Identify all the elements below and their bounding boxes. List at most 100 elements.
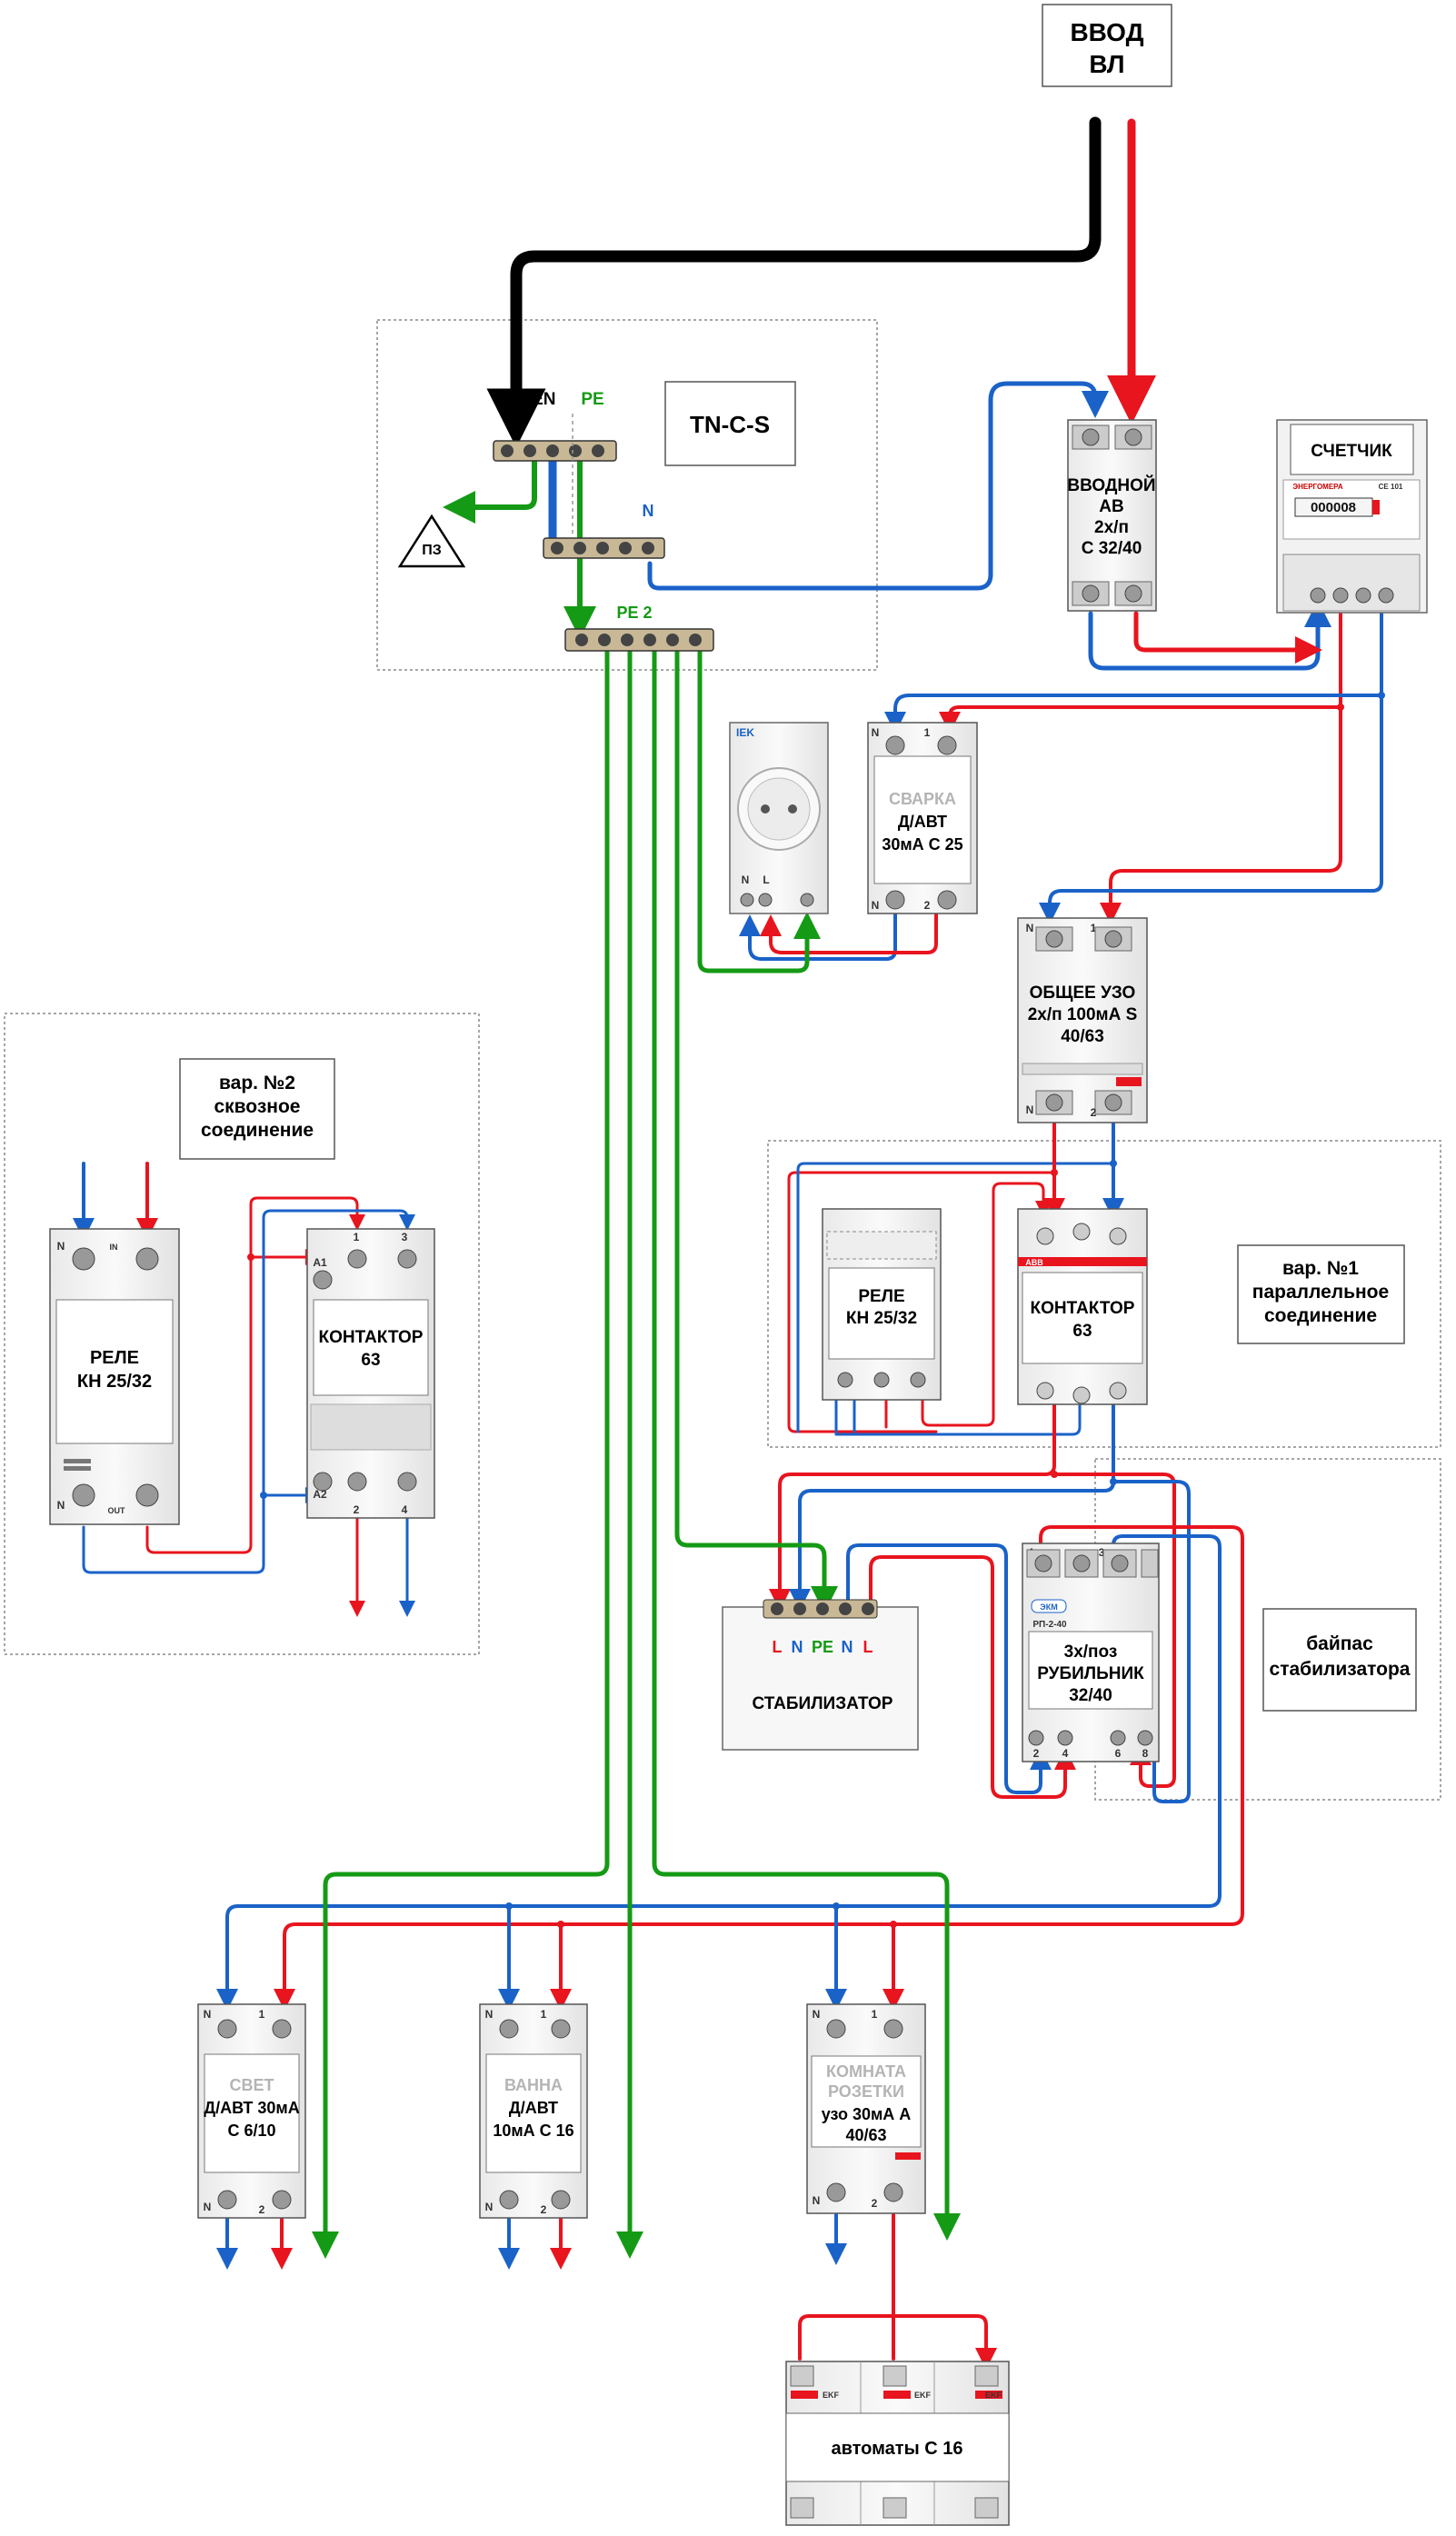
svg-text:соединение: соединение: [201, 1120, 314, 1141]
rcd-out-neutral: [796, 1121, 1115, 1433]
svg-text:1: 1: [354, 1231, 360, 1243]
svg-text:A2: A2: [313, 1488, 327, 1501]
svg-text:30мА С 25: 30мА С 25: [882, 835, 962, 854]
svg-text:3: 3: [402, 1231, 408, 1243]
svg-text:2: 2: [1033, 1747, 1040, 1760]
v1-note: вар. №1 параллельное соединение: [1237, 1244, 1405, 1344]
svg-text:2х/п: 2х/п: [1094, 518, 1129, 537]
svg-text:32/40: 32/40: [1069, 1686, 1112, 1705]
socket: IEK N L: [729, 722, 829, 914]
pe-label: PE: [581, 390, 603, 409]
pe-to-socket: [697, 643, 821, 973]
v1-relay: РЕЛЕ КН 25/32: [822, 1208, 942, 1401]
svg-text:1: 1: [259, 2008, 265, 2021]
svg-text:байпас: байпас: [1306, 1633, 1373, 1654]
svg-text:ЭНЕРГОМЕРА: ЭНЕРГОМЕРА: [1292, 483, 1342, 491]
n-bus: [543, 537, 665, 559]
svg-text:N: N: [204, 2201, 212, 2213]
svg-text:1: 1: [924, 726, 931, 739]
svg-text:N: N: [742, 874, 750, 886]
svg-text:10мА С 16: 10мА С 16: [493, 2122, 573, 2140]
svg-text:N: N: [485, 2201, 494, 2213]
svg-text:2: 2: [872, 2197, 878, 2210]
meter: СЧЕТЧИК ЭНЕРГОМЕРА СЕ 101 000008: [1276, 419, 1428, 614]
v2-contactor: A1 1 3 КОНТАКТОР 63 A2 2 4: [306, 1228, 435, 1519]
svg-text:автоматы С 16: автоматы С 16: [832, 2439, 963, 2459]
svg-text:С 32/40: С 32/40: [1082, 539, 1142, 558]
svg-text:КН 25/32: КН 25/32: [846, 1309, 917, 1328]
n-label: N: [643, 502, 654, 520]
svg-text:ПЗ: ПЗ: [422, 543, 442, 558]
svg-text:N: N: [1026, 922, 1034, 934]
svg-text:L: L: [773, 1638, 783, 1656]
svg-text:1: 1: [1091, 922, 1097, 934]
v2-note: вар. №2 сквозное соединение: [179, 1058, 335, 1160]
svg-text:2: 2: [354, 1503, 360, 1516]
svg-text:OUT: OUT: [108, 1506, 126, 1515]
svg-text:Д/АВТ 30мА: Д/АВТ 30мА: [204, 2099, 299, 2117]
v2-relay-out-l: [145, 1196, 365, 1554]
svg-text:КОНТАКТОР: КОНТАКТОР: [319, 1328, 424, 1347]
pe-to-ground-wire: [443, 452, 537, 524]
svg-text:КН 25/32: КН 25/32: [77, 1372, 152, 1392]
bypass-note: байпас стабилизатора: [1262, 1608, 1417, 1712]
svg-text:вар. №2: вар. №2: [219, 1073, 295, 1093]
svg-text:РП-2-40: РП-2-40: [1032, 1620, 1067, 1630]
svg-text:63: 63: [1072, 1322, 1092, 1341]
svg-text:Д/АВТ: Д/АВТ: [509, 2099, 558, 2117]
svg-text:РЕЛЕ: РЕЛЕ: [90, 1348, 139, 1368]
v2-relay: N IN РЕЛЕ КН 25/32 N OUT: [49, 1228, 180, 1525]
svg-text:L: L: [763, 874, 769, 886]
svg-text:2х/п 100мА S: 2х/п 100мА S: [1028, 1005, 1138, 1024]
svg-text:ВВОДНОЙ: ВВОДНОЙ: [1067, 475, 1155, 495]
main-to-meter-phase: [1133, 611, 1322, 664]
v2-neutral-top: [262, 1209, 415, 1506]
svg-text:АВ: АВ: [1099, 497, 1123, 516]
svg-text:вар. №1: вар. №1: [1282, 1258, 1359, 1279]
meter-out-neutral: [1039, 612, 1383, 924]
svg-text:3х/поз: 3х/поз: [1064, 1642, 1118, 1662]
variant1-area: [767, 1140, 1441, 1448]
pen-bus: [493, 440, 617, 462]
v1-contactor: ABB КОНТАКТОР 63: [1017, 1208, 1148, 1405]
svg-text:EKF: EKF: [823, 2391, 840, 2400]
pe2-label: PE 2: [616, 604, 652, 622]
stabilizer: L N PE N L СТАБИЛИЗАТОР: [722, 1599, 919, 1751]
pe-to-room: [652, 643, 961, 2241]
meter-to-welding-neutral: [884, 694, 1383, 734]
svg-text:IEK: IEK: [736, 726, 754, 739]
svg-text:1: 1: [872, 2008, 878, 2021]
svg-text:1: 1: [541, 2008, 547, 2021]
switch-loop-red: [274, 1525, 1244, 2011]
svg-text:С 6/10: С 6/10: [227, 2122, 275, 2140]
svg-text:стабилизатора: стабилизатора: [1270, 1659, 1411, 1680]
contactor-out-phase: [769, 1403, 1056, 1611]
svg-text:40/63: 40/63: [845, 2126, 886, 2144]
svg-text:6: 6: [1115, 1747, 1122, 1760]
svg-text:СЧЕТЧИК: СЧЕТЧИК: [1311, 442, 1392, 461]
svg-text:IN: IN: [110, 1243, 118, 1252]
svg-text:СВАРКА: СВАРКА: [889, 790, 956, 808]
meter-to-welding-phase: [939, 705, 1342, 734]
contactor-to-bypass-phase: [1052, 1473, 1176, 1788]
v1-relay-input-blue: [834, 1398, 1082, 1436]
v2-relay-out-n: [82, 1503, 265, 1574]
svg-text:N: N: [57, 1499, 65, 1512]
contactor-to-bypass-neutral: [1112, 1480, 1191, 1803]
svg-text:N: N: [792, 1638, 803, 1656]
pen-label: PEN: [520, 390, 555, 409]
svg-text:ВЛ: ВЛ: [1089, 50, 1124, 78]
svg-text:узо 30мА А: узо 30мА А: [822, 2105, 912, 2123]
svg-text:СТАБИЛИЗАТОР: СТАБИЛИЗАТОР: [753, 1694, 893, 1713]
svg-text:N: N: [813, 2008, 821, 2021]
svg-text:ОБЩЕЕ УЗО: ОБЩЕЕ УЗО: [1030, 983, 1136, 1003]
pe-to-light: [312, 643, 610, 2259]
variant2-area: [4, 1013, 480, 1655]
input-box: ВВОД ВЛ: [1042, 4, 1172, 87]
svg-text:2: 2: [259, 2203, 265, 2216]
final-breakers: EKF EKF EKF автоматы С 16: [785, 2361, 1010, 2526]
svg-text:СВЕТ: СВЕТ: [230, 2076, 274, 2094]
svg-text:N: N: [1026, 1103, 1034, 1116]
svg-text:ВВОД: ВВОД: [1070, 18, 1143, 46]
svg-text:ЭКМ: ЭКМ: [1040, 1602, 1057, 1612]
